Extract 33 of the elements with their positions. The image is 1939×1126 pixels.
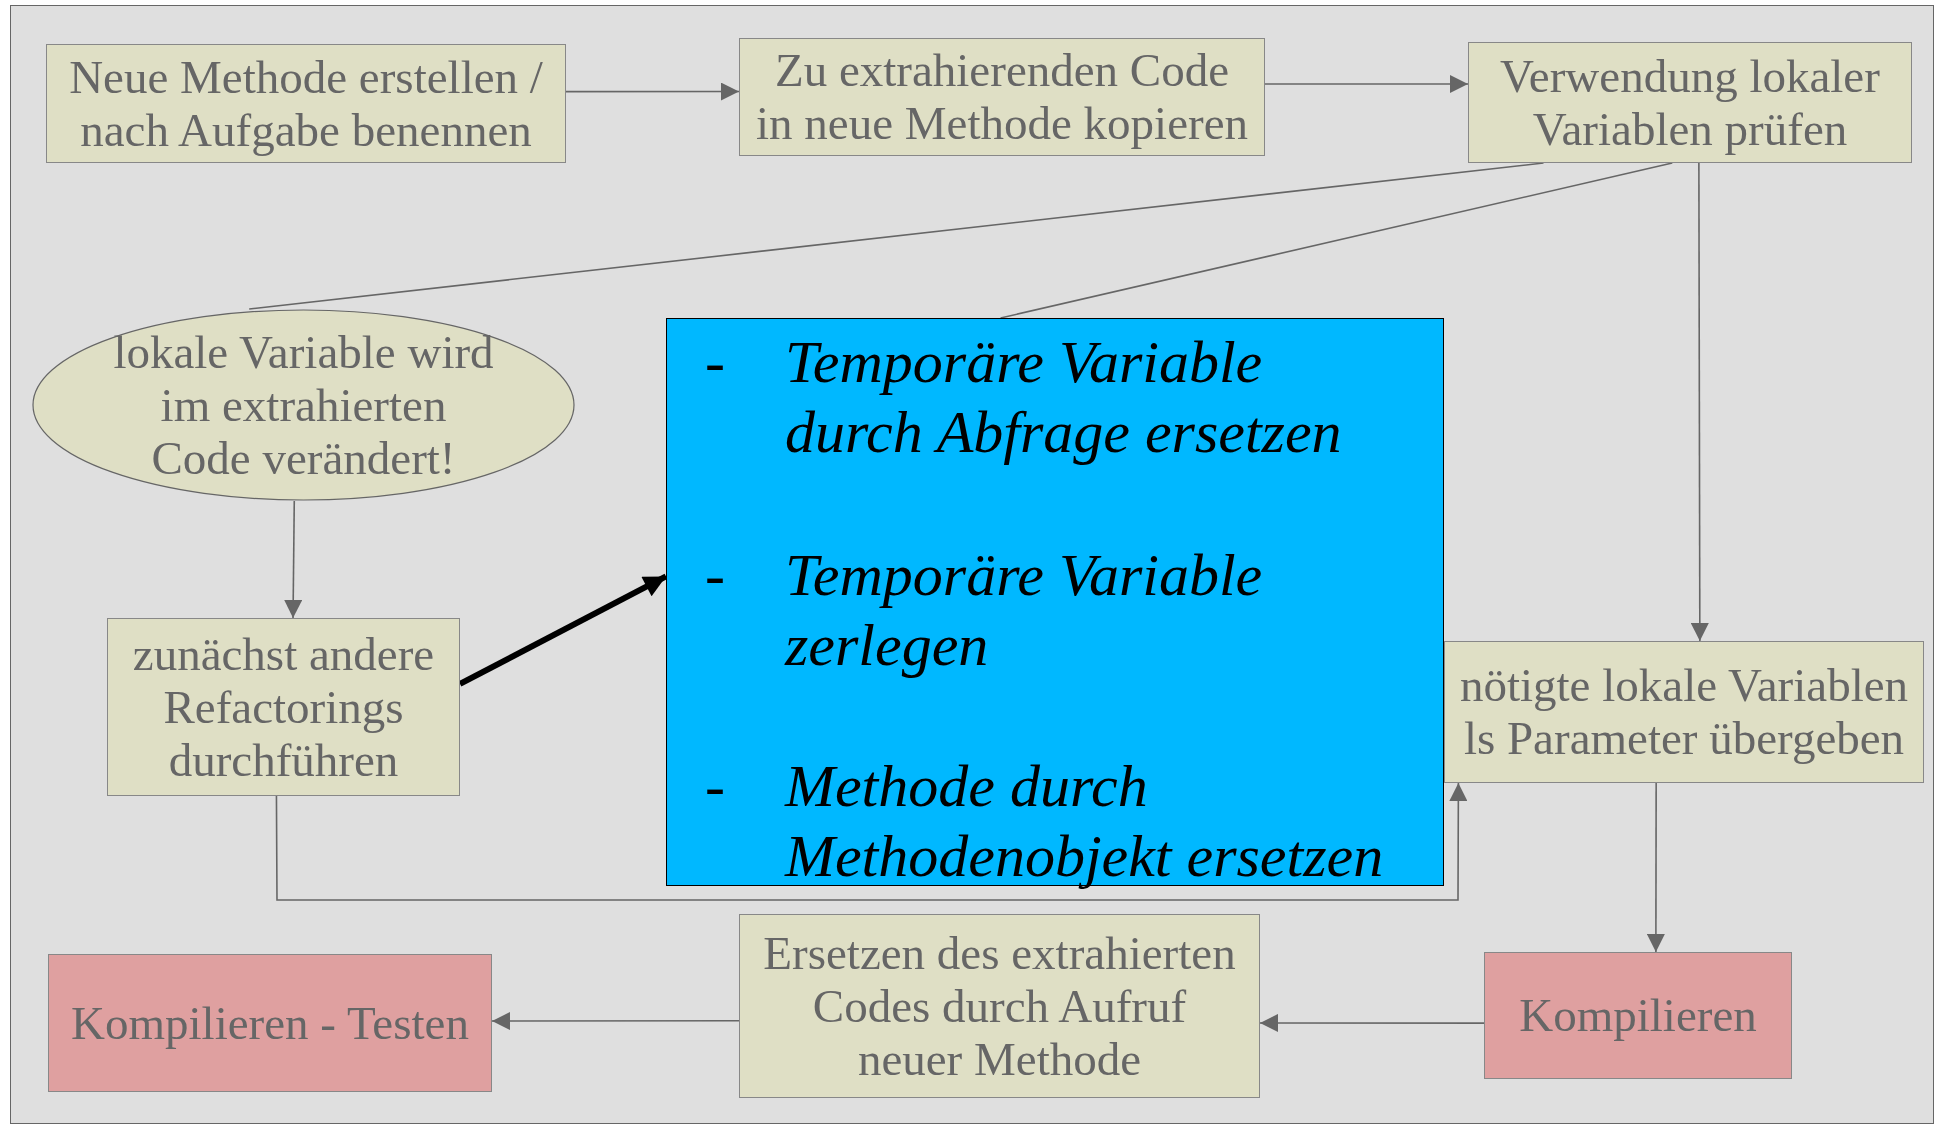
box-text: lokale Variable wird im extrahierten Code verändert!: [112, 325, 495, 485]
box-text: Kompilieren - Testen: [71, 996, 469, 1050]
box-text: zunächst andere Refactorings durchführen: [131, 627, 436, 787]
arrow: [275, 782, 1468, 901]
list-dash: -: [705, 328, 726, 397]
list-item-text: Temporäre Variable zerlegen: [785, 541, 1264, 680]
box-text: nötigte lokale Variablen ls Parameter übergeben: [1458, 659, 1910, 765]
list-dash: -: [705, 541, 726, 610]
box-text: Kompilieren: [1519, 989, 1757, 1042]
box-text: Ersetzen des extrahierten Codes durch Aufruf neuer Methode: [762, 926, 1237, 1086]
box-text: Neue Methode erstellen / nach Aufgabe benennen: [68, 50, 544, 157]
list-dash: -: [705, 752, 726, 821]
process-box: [1484, 952, 1792, 1079]
condition-ellipse: [32, 309, 575, 501]
arrow: [1259, 1013, 1485, 1032]
process-box: [739, 914, 1260, 1098]
process-box: [46, 44, 566, 163]
arrow: [1646, 782, 1665, 953]
process-box: [1444, 641, 1924, 783]
list-item-text: Temporäre Variable durch Abfrage ersetzen: [785, 328, 1343, 467]
process-box: [739, 38, 1265, 156]
arrow: [284, 500, 303, 619]
arrow: [1690, 162, 1709, 642]
box-text: Verwendung lokaler Variablen prüfen: [1499, 49, 1881, 156]
arrow: [458, 573, 668, 687]
arrow: [565, 82, 740, 101]
list-item-text: Methode durch Methodenobjekt ersetzen: [785, 752, 1385, 891]
box-text: Zu extrahierenden Code in neue Methode kopieren: [755, 44, 1249, 150]
process-box: [107, 618, 460, 796]
process-box: [48, 954, 492, 1092]
arrow: [1264, 75, 1469, 93]
process-box: [1468, 42, 1912, 163]
arrow: [491, 1012, 740, 1031]
